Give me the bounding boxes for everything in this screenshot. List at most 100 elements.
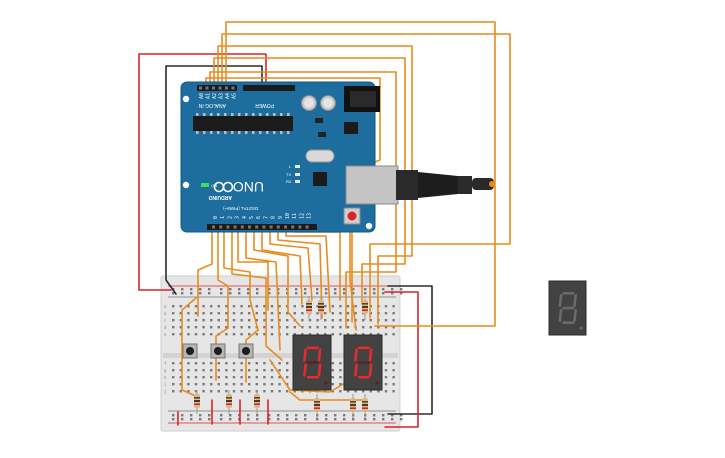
rail-hole[interactable]: [286, 414, 289, 417]
rail-hole[interactable]: [325, 418, 328, 421]
breadboard-hole[interactable]: [263, 319, 266, 322]
rail-hole[interactable]: [190, 288, 193, 291]
wire-d12[interactable]: [217, 223, 229, 329]
breadboard-hole[interactable]: [179, 383, 182, 386]
breadboard-hole[interactable]: [232, 362, 236, 365]
breadboard-hole[interactable]: [172, 369, 175, 372]
rail-hole[interactable]: [400, 414, 403, 417]
breadboard-hole[interactable]: [331, 305, 334, 308]
breadboard-hole[interactable]: [179, 333, 182, 336]
reset-button-cap[interactable]: [347, 211, 357, 221]
breadboard-hole[interactable]: [293, 312, 296, 315]
breadboard-hole[interactable]: [286, 376, 289, 379]
breadboard-hole[interactable]: [202, 376, 205, 379]
breadboard-hole[interactable]: [255, 369, 258, 372]
rail-hole[interactable]: [229, 414, 232, 417]
breadboard-hole[interactable]: [202, 369, 205, 372]
breadboard-hole[interactable]: [384, 362, 388, 365]
breadboard-hole[interactable]: [384, 305, 388, 308]
rail-hole[interactable]: [352, 292, 355, 295]
breadboard-hole[interactable]: [263, 390, 266, 393]
rail-hole[interactable]: [400, 288, 403, 291]
rail-hole[interactable]: [400, 418, 403, 421]
breadboard-hole[interactable]: [248, 305, 251, 308]
breadboard-hole[interactable]: [255, 376, 258, 379]
breadboard-hole[interactable]: [202, 305, 205, 308]
rail-hole[interactable]: [220, 414, 223, 417]
breadboard-hole[interactable]: [232, 376, 236, 379]
breadboard-hole[interactable]: [369, 319, 372, 322]
breadboard-hole[interactable]: [278, 390, 281, 393]
resistor[interactable]: [226, 390, 232, 414]
breadboard-hole[interactable]: [172, 312, 175, 315]
digital-pin-0[interactable]: [212, 225, 215, 229]
breadboard-hole[interactable]: [270, 390, 274, 393]
wire-rail-5v-right[interactable]: [384, 291, 419, 428]
breadboard-hole[interactable]: [377, 333, 380, 336]
breadboard-hole[interactable]: [278, 376, 281, 379]
wire-d9[interactable]: [237, 223, 269, 311]
breadboard-hole[interactable]: [301, 312, 304, 315]
breadboard-hole[interactable]: [331, 383, 334, 386]
rail-hole[interactable]: [247, 418, 250, 421]
breadboard-hole[interactable]: [248, 312, 251, 315]
breadboard-hole[interactable]: [270, 326, 274, 329]
rail-hole[interactable]: [277, 414, 280, 417]
breadboard-hole[interactable]: [293, 390, 296, 393]
rail-hole[interactable]: [391, 418, 394, 421]
breadboard-hole[interactable]: [392, 369, 395, 372]
rail-hole[interactable]: [229, 288, 232, 291]
wire-d11[interactable]: [223, 223, 259, 331]
breadboard-hole[interactable]: [194, 333, 198, 336]
power-header[interactable]: [243, 85, 295, 91]
breadboard-hole[interactable]: [331, 312, 334, 315]
rail-hole[interactable]: [391, 292, 394, 295]
breadboard-hole[interactable]: [384, 319, 388, 322]
rail-hole[interactable]: [181, 288, 184, 291]
breadboard-hole[interactable]: [339, 333, 342, 336]
breadboard-hole[interactable]: [240, 333, 243, 336]
rail-hole[interactable]: [256, 418, 259, 421]
breadboard-hole[interactable]: [308, 333, 312, 336]
rail-hole[interactable]: [382, 418, 385, 421]
rail-hole[interactable]: [325, 292, 328, 295]
breadboard-hole[interactable]: [308, 326, 312, 329]
breadboard-hole[interactable]: [286, 390, 289, 393]
rail-hole[interactable]: [352, 418, 355, 421]
rail-hole[interactable]: [334, 418, 337, 421]
breadboard-hole[interactable]: [278, 319, 281, 322]
breadboard-hole[interactable]: [316, 333, 319, 336]
push-button-cap[interactable]: [242, 347, 250, 355]
breadboard-hole[interactable]: [331, 369, 334, 372]
breadboard-hole[interactable]: [217, 369, 220, 372]
breadboard-hole[interactable]: [172, 326, 175, 329]
breadboard-hole[interactable]: [301, 305, 304, 308]
breadboard-hole[interactable]: [202, 390, 205, 393]
breadboard-hole[interactable]: [301, 333, 304, 336]
breadboard-hole[interactable]: [324, 305, 327, 308]
breadboard-hole[interactable]: [210, 319, 213, 322]
breadboard-hole[interactable]: [202, 319, 205, 322]
breadboard-hole[interactable]: [217, 319, 220, 322]
analog-pin-a1[interactable]: [205, 86, 209, 90]
breadboard-hole[interactable]: [346, 333, 350, 336]
rail-hole[interactable]: [295, 288, 298, 291]
wire-d13[interactable]: [197, 223, 213, 317]
breadboard-hole[interactable]: [187, 376, 190, 379]
rail-hole[interactable]: [382, 292, 385, 295]
rail-hole[interactable]: [364, 418, 367, 421]
breadboard-hole[interactable]: [172, 376, 175, 379]
breadboard-hole[interactable]: [263, 369, 266, 372]
breadboard-hole[interactable]: [362, 319, 365, 322]
seven-segment-display[interactable]: [292, 334, 332, 391]
rail-hole[interactable]: [268, 292, 271, 295]
breadboard-hole[interactable]: [232, 312, 236, 315]
breadboard-hole[interactable]: [308, 319, 312, 322]
breadboard-hole[interactable]: [293, 305, 296, 308]
rail-hole[interactable]: [382, 414, 385, 417]
rail-hole[interactable]: [277, 418, 280, 421]
breadboard-hole[interactable]: [384, 312, 388, 315]
breadboard-hole[interactable]: [187, 390, 190, 393]
breadboard-hole[interactable]: [392, 376, 395, 379]
breadboard-hole[interactable]: [187, 305, 190, 308]
